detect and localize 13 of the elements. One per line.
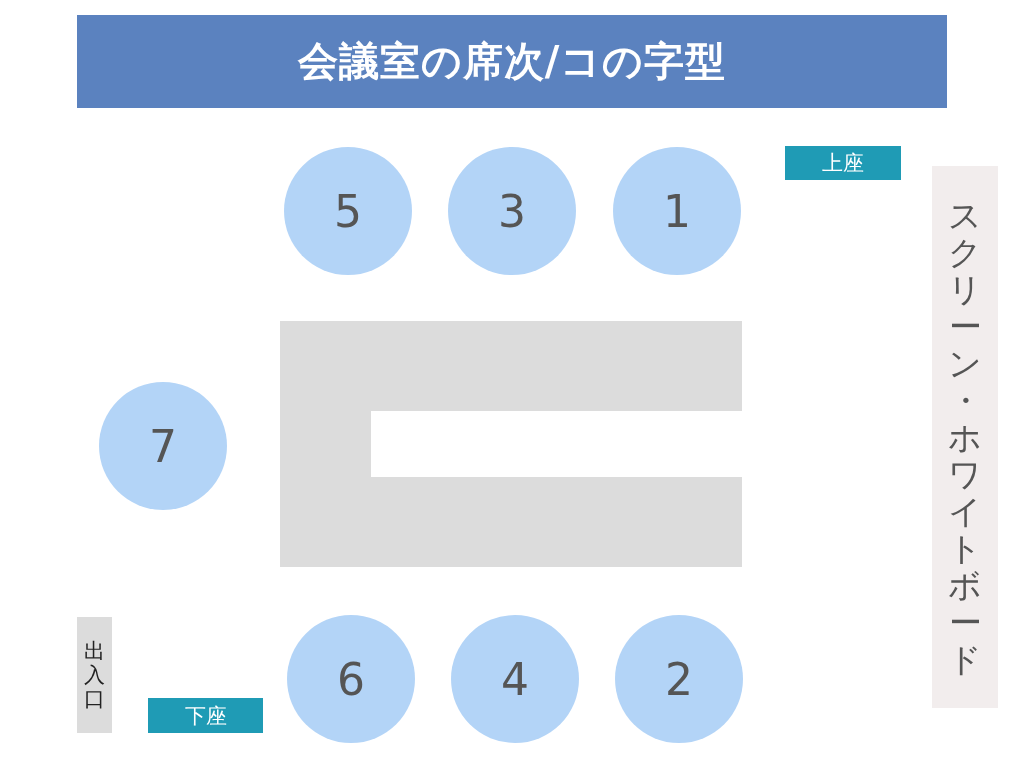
seat-circle: 5 — [284, 147, 412, 275]
screen-whiteboard: スクリーン・ホワイトボード — [932, 166, 998, 708]
title-banner: 会議室の席次/コの字型 — [77, 15, 947, 108]
entrance-door: 出入口 — [77, 617, 112, 733]
seat-circle: 1 — [613, 147, 741, 275]
seat-circle: 3 — [448, 147, 576, 275]
seat-circle: 6 — [287, 615, 415, 743]
seat-circle: 7 — [99, 382, 227, 510]
seat-rank-label: 上座 — [785, 146, 901, 180]
seat-rank-label: 下座 — [148, 698, 263, 733]
seat-circle: 4 — [451, 615, 579, 743]
u-shaped-table — [280, 321, 742, 567]
seat-circle: 2 — [615, 615, 743, 743]
